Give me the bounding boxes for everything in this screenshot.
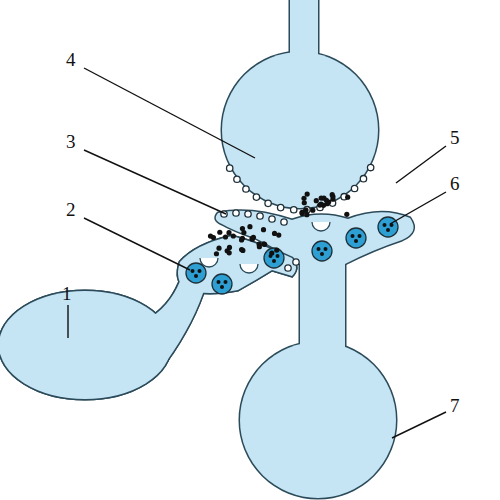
neurotransmitter — [223, 234, 228, 239]
vesicle-dot — [272, 259, 276, 263]
vesicle-dot — [194, 274, 198, 278]
receptor — [221, 164, 374, 271]
synaptic-vesicle — [378, 217, 398, 237]
receptor — [257, 213, 263, 219]
neurotransmitter — [330, 197, 335, 202]
neurotransmitter — [274, 247, 279, 252]
neurotransmitter — [301, 196, 306, 201]
synaptic-vesicle — [186, 263, 206, 283]
synaptic-vesicle — [186, 217, 398, 294]
neurotransmitter — [310, 208, 315, 213]
receptor — [281, 219, 287, 225]
receptor — [234, 176, 240, 182]
neuron-fill — [0, 236, 296, 399]
neurotransmitter — [247, 224, 252, 229]
receptor — [360, 176, 366, 182]
vesicle-dot — [386, 228, 390, 232]
synaptic-vesicle — [346, 228, 366, 248]
callout-number: 5 — [450, 128, 460, 147]
neurotransmitter — [216, 246, 221, 251]
vesicle-dot — [320, 252, 324, 256]
receptor — [245, 211, 251, 217]
neurotransmitter — [257, 244, 262, 249]
receptor — [351, 185, 357, 191]
neurotransmitter — [302, 200, 307, 205]
fused-vesicle — [200, 222, 330, 273]
vesicle-dot — [358, 234, 362, 238]
synaptic-vesicle — [264, 248, 284, 268]
neurotransmitter — [261, 241, 266, 246]
vesicle-dot — [224, 280, 228, 284]
vesicle-dot — [317, 247, 321, 251]
neurotransmitter — [319, 196, 324, 201]
callout-number: 6 — [450, 174, 460, 193]
receptor — [253, 194, 259, 200]
vesicle-dot — [383, 223, 387, 227]
neuron-outline — [0, 0, 414, 498]
receptor — [291, 207, 297, 213]
neurotransmitter — [314, 198, 319, 203]
callout-number: 2 — [66, 200, 76, 219]
neuron-outline — [0, 236, 296, 399]
receptor — [293, 259, 299, 265]
synaptic-vesicle — [312, 241, 332, 261]
neurotransmitter — [217, 230, 222, 235]
vesicle-dot — [220, 285, 224, 289]
receptor — [233, 210, 239, 216]
callout-number: 1 — [62, 284, 72, 303]
neurotransmitter — [345, 195, 350, 200]
neurotransmitter — [214, 251, 219, 256]
neurotransmitter — [262, 242, 267, 247]
vesicle-dot — [198, 269, 202, 273]
neurotransmitter — [208, 233, 213, 238]
neurotransmitter — [250, 236, 255, 241]
receptor — [269, 216, 275, 222]
neurotransmitter — [226, 230, 231, 235]
neurotransmitter — [304, 212, 309, 217]
receptor — [277, 204, 283, 210]
callout-number: 4 — [66, 50, 76, 69]
neurotransmitter — [227, 250, 232, 255]
neurotransmitter — [317, 203, 322, 208]
receptor — [285, 265, 291, 271]
neurotransmitter — [300, 211, 305, 216]
neurotransmitter — [208, 192, 350, 257]
vesicle-dot — [217, 280, 221, 284]
neurotransmitter — [250, 237, 255, 242]
neurotransmitter — [261, 227, 266, 232]
neurotransmitter — [344, 212, 349, 217]
vesicle-dot — [276, 254, 280, 258]
receptor — [304, 206, 310, 212]
neurotransmitter — [240, 236, 245, 241]
callout-number: 7 — [450, 396, 460, 415]
neurotransmitter — [240, 248, 245, 253]
receptor — [226, 165, 232, 171]
leader-line — [68, 68, 446, 438]
callout-number: 3 — [66, 132, 76, 151]
neurotransmitter — [227, 245, 232, 250]
neurotransmitter — [324, 198, 329, 203]
receptor — [243, 186, 249, 192]
vesicle-dot — [191, 269, 195, 273]
receptor — [265, 200, 271, 206]
vesicle-dot — [324, 247, 328, 251]
vesicle-dot — [354, 239, 358, 243]
neurotransmitter — [305, 192, 310, 197]
neurotransmitter — [240, 226, 245, 231]
neurotransmitter — [272, 231, 277, 236]
vesicle-dot — [351, 234, 355, 238]
neurotransmitter — [269, 251, 274, 256]
receptor — [367, 164, 373, 170]
neurotransmitter — [231, 233, 236, 238]
synaptic-vesicle — [212, 274, 232, 294]
